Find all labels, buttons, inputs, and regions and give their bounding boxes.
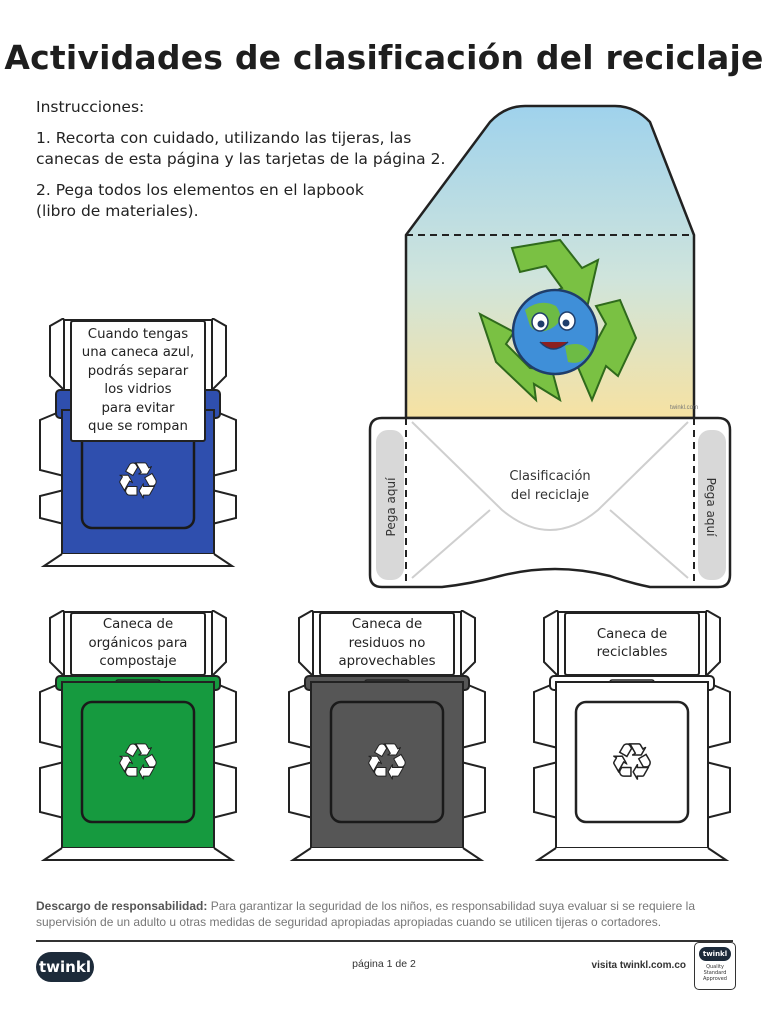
- site-link[interactable]: visita twinkl.com.co: [591, 960, 686, 971]
- bin-label-line: compostaje: [99, 654, 177, 670]
- instructions: Instrucciones: 1. Recorta con cuidado, u…: [36, 97, 456, 232]
- bin-cutout-0: ♻ Cuando tengas una caneca azul, podrás sep…: [36, 317, 240, 572]
- bin-label-card-3: Caneca de reciclables: [564, 612, 700, 676]
- watermark: twinkl.com: [670, 405, 698, 411]
- bin-label-line: para evitar: [101, 400, 175, 416]
- bin-label-line: que se rompan: [88, 419, 188, 434]
- twinkl-logo: twinkl: [36, 952, 94, 982]
- bin-cutout-3: ♻ Caneca de reciclables: [530, 609, 734, 866]
- page-number: página 1 de 2: [352, 958, 416, 970]
- instructions-heading: Instrucciones:: [36, 98, 145, 116]
- instructions-step-1: 1. Recorta con cuidado, utilizando las t…: [36, 129, 446, 168]
- bin-cutout-2: ♻ Caneca de residuos no aprovechables: [285, 609, 489, 866]
- envelope-cutout: twinkl.com Clasificación del reciclaje P…: [368, 104, 732, 589]
- bin-label-line: los vidrios: [104, 382, 172, 397]
- recycle-outline-icon: ♻: [609, 733, 655, 791]
- recycle-icon: ♻: [115, 452, 161, 510]
- bin-label-line: aprovechables: [338, 654, 436, 670]
- bin-label-line: una caneca azul,: [81, 345, 195, 360]
- earth-recycle-icon: [478, 238, 638, 403]
- footer-divider: [36, 940, 733, 942]
- disclaimer-text: Para garantizar la seguridad de los niño…: [36, 899, 696, 929]
- bin-label-line: podrás separar: [87, 363, 189, 379]
- badge-logo: twinkl: [699, 947, 731, 961]
- disclaimer: Descargo de responsabilidad: Para garant…: [36, 898, 736, 930]
- envelope-label-line-1: Clasificación: [509, 469, 590, 484]
- instructions-step-2: 2. Pega todos los elementos en el lapboo…: [36, 181, 364, 220]
- glue-label-left: Pega aquí: [384, 477, 398, 537]
- bin-label-line: Caneca de: [596, 626, 668, 642]
- envelope-label-line-2: del reciclaje: [511, 488, 589, 503]
- badge-text: Quality Standard Approved: [703, 964, 727, 982]
- bin-label-line: Caneca de: [102, 617, 174, 633]
- bin-label-line: Cuando tengas: [87, 326, 189, 342]
- recycle-icon: ♻: [115, 733, 161, 791]
- page-title: Actividades de clasificación del recicla…: [4, 38, 764, 77]
- bin-cutout-1: ♻ Caneca de orgánicos para compostaje: [36, 609, 240, 866]
- recycle-icon: ♻: [364, 733, 410, 791]
- bin-label-line: Caneca de: [351, 617, 423, 633]
- glue-label-right: Pega aquí: [704, 478, 718, 538]
- bin-label-card-0: Cuando tengas una caneca azul, podrás sepa…: [70, 320, 206, 442]
- bin-label-line: reciclables: [596, 645, 668, 660]
- disclaimer-heading: Descargo de responsabilidad:: [36, 899, 208, 913]
- bin-label-line: residuos no: [348, 635, 426, 651]
- bin-label-line: orgánicos para: [88, 635, 188, 651]
- quality-badge: twinkl Quality Standard Approved: [694, 942, 736, 990]
- bin-label-card-1: Caneca de orgánicos para compostaje: [70, 612, 206, 676]
- bin-label-card-2: Caneca de residuos no aprovechables: [319, 612, 455, 676]
